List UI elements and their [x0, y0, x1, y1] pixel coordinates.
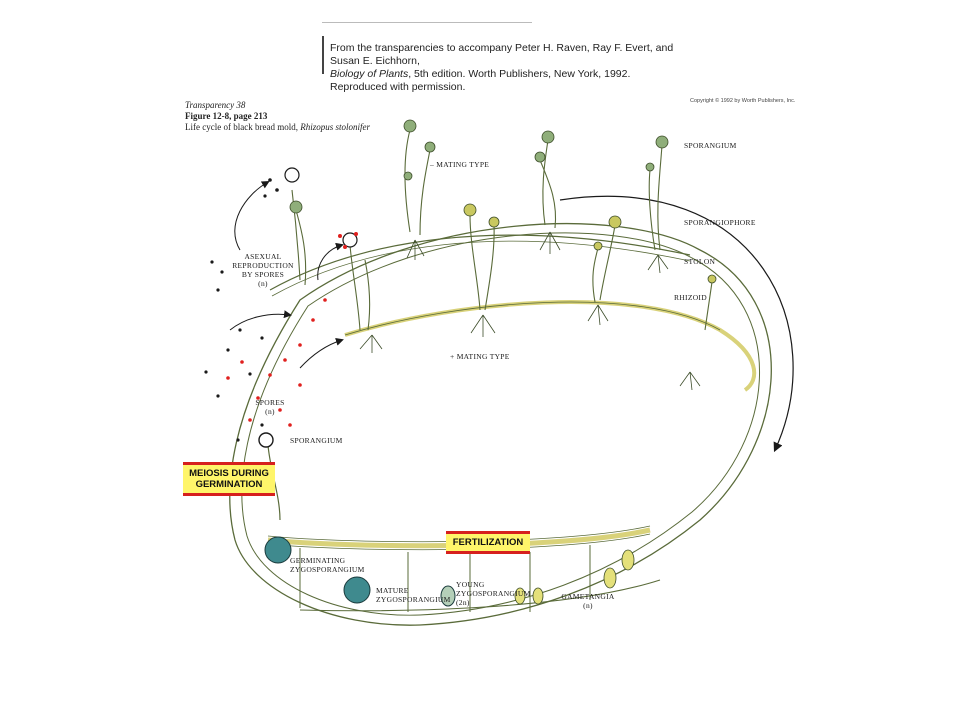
label-sporangium-left: SPORANGIUM	[290, 436, 343, 445]
bottom-connectors	[299, 545, 591, 612]
figure-reference: Figure 12-8, page 213	[185, 111, 268, 121]
credit-rule	[322, 36, 324, 74]
transparency-number: Transparency 38	[185, 100, 246, 110]
credit-line-2: Biology of Plants, 5th edition. Worth Pu…	[330, 68, 690, 94]
sporangiophore-group-plus	[349, 214, 713, 331]
asexual-line-2: REPRODUCTION	[232, 261, 294, 270]
label-plus-mating-type: + MATING TYPE	[450, 352, 510, 361]
young-line-2: ZYGOSPORANGIUM	[456, 589, 531, 598]
minus-stolon	[269, 234, 691, 291]
gametangia-line-2: (n)	[583, 601, 593, 610]
cycle-arrow-outer	[559, 195, 794, 453]
spores-black	[204, 178, 279, 442]
plus-stolon	[344, 300, 757, 392]
sporangiophore-group-minus	[291, 129, 663, 286]
top-rule	[322, 22, 532, 23]
spores-red	[226, 232, 358, 440]
meiosis-line-2: GERMINATION	[195, 479, 263, 490]
rhizoids-plus	[359, 304, 701, 391]
gametangia-line-1: GAMETANGIA	[561, 592, 615, 601]
copyright-notice: Copyright © 1992 by Worth Publishers, In…	[690, 98, 796, 104]
mature-line-2: ZYGOSPORANGIUM	[376, 595, 451, 604]
meiosis-line-1: MEIOSIS DURING	[189, 468, 269, 479]
gametangia-shapes	[514, 549, 635, 605]
credit-line-2-rest: , 5th edition. Worth Publishers, New Yor…	[330, 68, 631, 93]
plus-stolon-edge	[344, 301, 721, 336]
label-stolon: STOLON	[684, 257, 716, 266]
spores-line-1: SPORES	[255, 398, 285, 407]
germinating-line-2: ZYGOSPORANGIUM	[290, 565, 365, 574]
credit-line-1: From the transparencies to accompany Pet…	[330, 42, 674, 67]
sporangium-bursting-mid	[342, 232, 358, 248]
label-sporangium-top: SPORANGIUM	[684, 141, 737, 150]
credit-book-title: Biology of Plants	[330, 68, 409, 80]
sporangia-minus	[289, 119, 669, 214]
young-line-3: (2n)	[456, 598, 470, 607]
caption-prefix: Life cycle of black bread mold,	[185, 122, 301, 132]
asexual-line-1: ASEXUAL	[244, 252, 282, 261]
germ-sporangium	[258, 432, 274, 448]
bottom-stolon-lower	[299, 579, 661, 612]
germinating-zygosporangium-shape	[264, 536, 292, 564]
credit-text: From the transparencies to accompany Pet…	[330, 42, 690, 94]
label-mature-zygosporangium: MATURE ZYGOSPORANGIUM	[376, 586, 451, 604]
label-spores: SPORES (n)	[250, 398, 290, 416]
banner-fertilization: FERTILIZATION	[446, 531, 530, 554]
spore-arrow-lower	[299, 337, 344, 369]
caption-species: Rhizopus stolonifer	[300, 122, 370, 132]
label-germinating-zygosporangium: GERMINATING ZYGOSPORANGIUM	[290, 556, 365, 574]
figure-heading: Transparency 38 Figure 12-8, page 213 Li…	[185, 100, 370, 133]
spores-line-2: (n)	[265, 407, 275, 416]
germinating-line-1: GERMINATING	[290, 556, 346, 565]
mature-line-1: MATURE	[376, 586, 409, 595]
young-zygosporangium-shape	[440, 585, 456, 607]
banner-meiosis-during-germination: MEIOSIS DURING GERMINATION	[183, 462, 275, 496]
young-line-1: YOUNG	[456, 580, 485, 589]
asexual-line-4: (n)	[258, 279, 268, 288]
minus-stolon-lower-edge	[271, 240, 691, 297]
rhizoids-minus	[406, 231, 669, 274]
asexual-arrow-down	[229, 310, 292, 331]
label-sporangiophore: SPORANGIOPHORE	[684, 218, 756, 227]
asexual-line-3: BY SPORES	[241, 270, 285, 279]
spore-arrow-mid	[317, 242, 344, 281]
label-young-zygosporangium: YOUNG ZYGOSPORANGIUM (2n)	[456, 580, 531, 607]
label-gametangia: GAMETANGIA (n)	[556, 592, 620, 610]
label-minus-mating-type: – MATING TYPE	[430, 160, 490, 169]
label-asexual-reproduction: ASEXUAL REPRODUCTION BY SPORES (n)	[228, 252, 298, 288]
mature-zygosporangium-shape	[343, 576, 371, 604]
sporangia-plus	[463, 203, 717, 284]
sporangium-bursting-top	[284, 167, 300, 183]
figure-caption: Life cycle of black bread mold, Rhizopus…	[185, 122, 370, 133]
asexual-arrow-up	[234, 181, 270, 251]
label-rhizoid: RHIZOID	[674, 293, 707, 302]
